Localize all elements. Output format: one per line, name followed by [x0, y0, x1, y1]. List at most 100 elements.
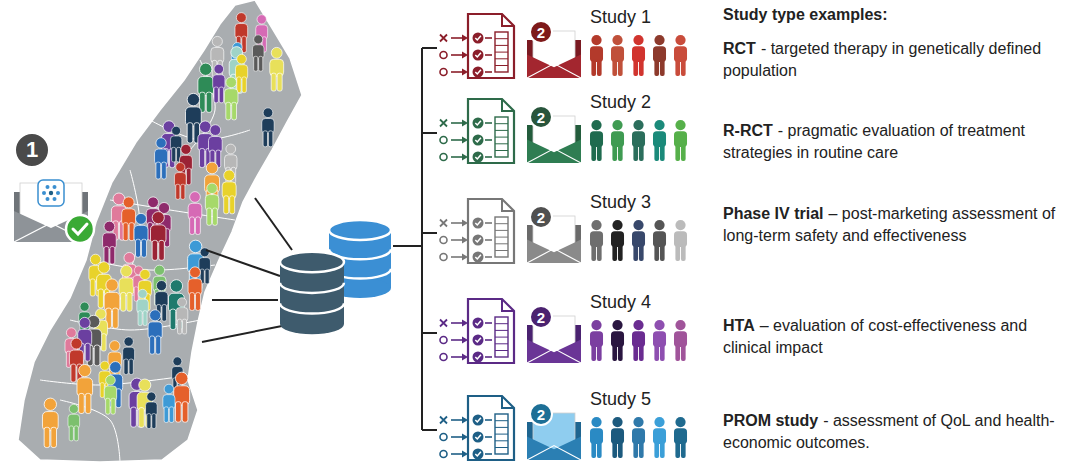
person-icon: [188, 267, 202, 311]
person-icon: [235, 54, 247, 92]
person-icon: [155, 138, 168, 179]
arrow-line: [451, 54, 463, 56]
checklist-document: [468, 99, 514, 163]
person-icon: [134, 213, 148, 257]
study-type-description: – evaluation of cost-effectiveness and c…: [723, 317, 1027, 356]
study-type-entry: PROM study- assessment of QoL and health…: [723, 410, 1058, 454]
badge-number: 2: [537, 310, 545, 325]
person-icon: [213, 64, 225, 103]
study-type-description: - targeted therapy in genetically define…: [723, 40, 1041, 79]
person-icon: [611, 120, 624, 161]
arrow-line: [451, 256, 463, 258]
person-icon: [653, 35, 666, 76]
arrow-line: [451, 419, 463, 421]
person-icon: [163, 384, 175, 422]
person-icon: [674, 120, 687, 161]
database-cylinder: [280, 252, 344, 334]
person-icon: [205, 183, 218, 225]
checklist-document: [468, 299, 514, 363]
arrow-line: [451, 356, 463, 358]
person-icon: [209, 125, 223, 168]
person-icon: [188, 192, 202, 235]
person-icon: [590, 35, 603, 76]
person-icon: [104, 375, 116, 414]
person-icon: [68, 404, 80, 440]
person-icon: [653, 120, 666, 161]
study-type-name: PROM study: [723, 412, 818, 429]
person-icon: [611, 220, 624, 261]
checklist-document: [468, 14, 514, 78]
study-type-name: Phase IV trial: [723, 205, 824, 222]
study-type-name: R-RCT: [723, 122, 773, 139]
person-icon: [211, 36, 224, 77]
badge-number: 2: [537, 25, 545, 40]
person-icon: [77, 364, 93, 413]
study-type-entry: HTA– evaluation of cost-effectiveness an…: [723, 315, 1058, 359]
arrow-line: [451, 122, 463, 124]
study-type-name: RCT: [723, 40, 756, 57]
data-feed-lines: [202, 198, 292, 342]
study-type-entry: RCT- targeted therapy in genetically def…: [723, 38, 1058, 82]
list-heading: Study type examples:: [723, 6, 888, 24]
person-icon: [632, 220, 645, 261]
cross-symbol: [440, 220, 447, 227]
check-badge: [66, 215, 94, 243]
badge-number: 1: [26, 139, 38, 161]
arrow-line: [451, 37, 463, 39]
person-icon: [590, 417, 603, 458]
person-icon: [176, 298, 188, 334]
study-type-entry: Phase IV trial– post-marketing assessmen…: [723, 203, 1058, 247]
person-icon: [590, 320, 603, 361]
arrow-line: [451, 436, 463, 438]
cross-symbol: [440, 120, 447, 127]
person-icon: [653, 320, 666, 361]
cross-symbol: [440, 320, 447, 327]
badge-number: 2: [537, 407, 545, 422]
person-icon: [252, 35, 264, 71]
arrow-line: [451, 339, 463, 341]
person-icon: [611, 35, 624, 76]
arrow-line: [451, 71, 463, 73]
checklist-document: [468, 396, 514, 460]
person-icon: [122, 197, 136, 241]
person-icon: [119, 265, 134, 311]
person-icon: [590, 120, 603, 161]
study-label: Study 1: [590, 7, 651, 28]
person-icon: [137, 289, 149, 325]
person-icon: [611, 320, 624, 361]
study-bracket: [393, 48, 437, 430]
circle-symbol: [440, 154, 447, 161]
step-number-badge: 1: [14, 132, 50, 168]
circle-symbol: [440, 434, 447, 441]
person-icon: [222, 170, 236, 214]
arrow-line: [451, 139, 463, 141]
person-icon: [123, 337, 135, 375]
population: [42, 13, 283, 448]
person-icon: [632, 35, 645, 76]
arrow-line: [451, 222, 463, 224]
person-icon: [150, 212, 166, 261]
person-icon: [199, 248, 210, 284]
person-icon: [653, 220, 666, 261]
badge-number: 2: [537, 110, 545, 125]
study-label: Study 5: [590, 389, 651, 410]
person-icon: [146, 392, 158, 429]
person-icon: [262, 108, 274, 147]
study-type-name: HTA: [723, 317, 755, 334]
study-label: Study 4: [590, 292, 651, 313]
person-icon: [225, 144, 237, 183]
circle-symbol: [440, 237, 447, 244]
callout-number: 2: [529, 305, 553, 329]
circle-symbol: [440, 52, 447, 59]
callout-number: 2: [529, 205, 553, 229]
cross-symbol: [440, 417, 447, 424]
checklist-document: [468, 199, 514, 263]
study-label: Study 2: [590, 92, 651, 113]
person-icon: [174, 372, 190, 422]
study-label: Study 3: [590, 192, 651, 213]
person-icon: [174, 163, 186, 200]
callout-number: 2: [529, 402, 553, 426]
arrow-line: [451, 453, 463, 455]
circle-symbol: [440, 137, 447, 144]
person-icon: [674, 35, 687, 76]
